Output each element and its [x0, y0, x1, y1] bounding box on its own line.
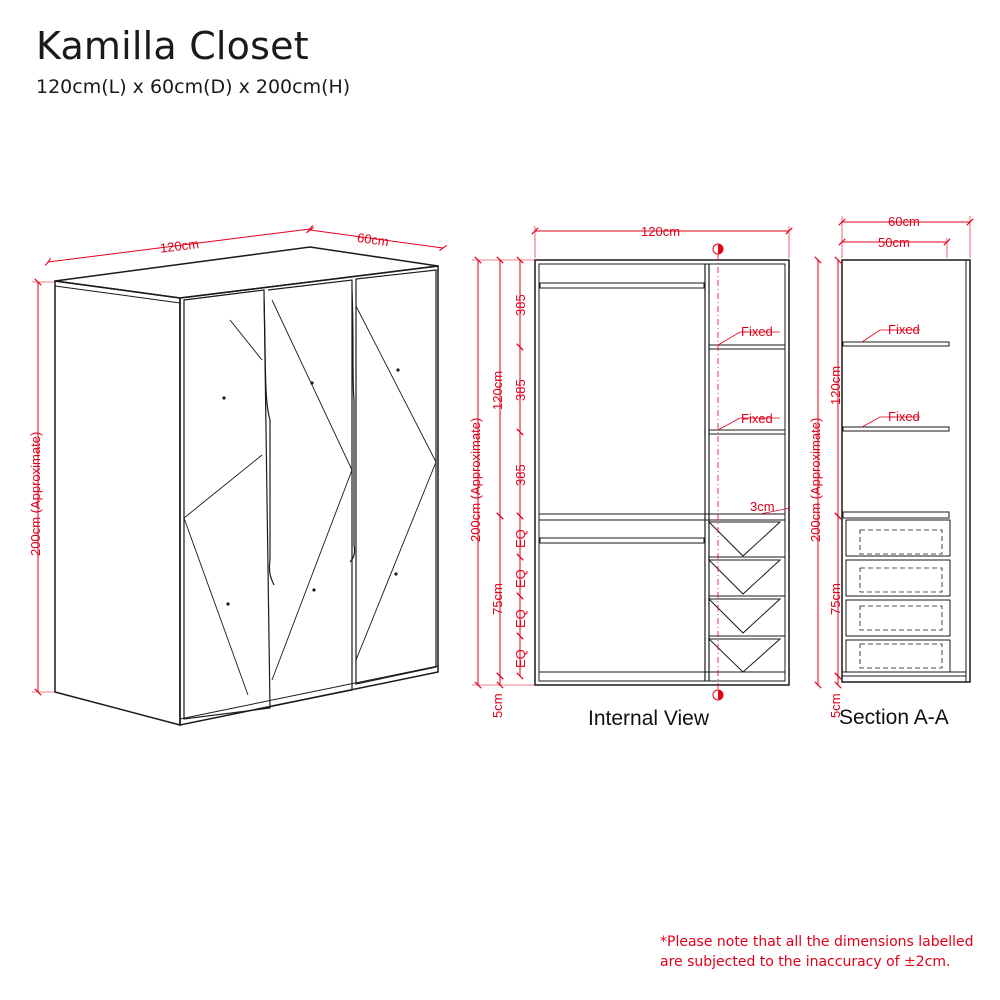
- section-height-label: 200cm (Approximate): [808, 418, 823, 542]
- compartment-1-label: 385: [513, 294, 528, 316]
- eq-1-label: EQ: [513, 529, 528, 548]
- perspective-dimensions: [32, 225, 447, 696]
- hanging-rail-lower: [539, 537, 705, 544]
- internal-height-label: 200cm (Approximate): [468, 418, 483, 542]
- closet-front-face: [179, 265, 439, 726]
- section-outer-depth: 60cm: [888, 214, 920, 229]
- internal-upper-label: 120cm: [490, 371, 505, 410]
- door-middle: [267, 279, 353, 707]
- section-drawers: [845, 519, 951, 673]
- gap-label: 3cm: [750, 499, 775, 514]
- section-shelf-1: [842, 341, 950, 347]
- hanging-rail-upper: [539, 282, 705, 289]
- fixed-shelf-2-label: Fixed: [741, 411, 773, 426]
- eq-2-label: EQ: [513, 569, 528, 588]
- page-subtitle: 120cm(L) x 60cm(D) x 200cm(H): [36, 76, 351, 98]
- compartment-2-label: 385: [513, 379, 528, 401]
- section-dimensions: [814, 216, 974, 689]
- internal-view-label: Internal View: [588, 707, 710, 730]
- section-shelf-2-label: Fixed: [888, 409, 920, 424]
- section-view: [841, 259, 971, 683]
- middle-shelf: [538, 513, 786, 521]
- internal-view: [534, 259, 790, 686]
- perspective-width-label: 120cm: [159, 236, 200, 256]
- page-title: Kamilla Closet: [36, 24, 309, 68]
- section-shelf-1-label: Fixed: [888, 322, 920, 337]
- dimension-note-line-2: are subjected to the inaccuracy of ±2cm.: [660, 954, 951, 970]
- compartment-3-label: 385: [513, 464, 528, 486]
- internal-dimensions: [472, 226, 793, 689]
- section-shelf-2: [842, 426, 950, 432]
- drawers: [707, 519, 785, 673]
- fixed-shelf-1-label: Fixed: [741, 324, 773, 339]
- eq-4-label: EQ: [513, 649, 528, 668]
- perspective-height-label: 200cm (Approximate): [28, 432, 43, 556]
- door-pattern-left: [183, 319, 263, 696]
- dimension-note-line-1: *Please note that all the dimensions lab…: [660, 934, 974, 950]
- section-middle-shelf: [842, 511, 950, 519]
- section-lower-label: 75cm: [828, 583, 843, 615]
- door-handle-left: [263, 299, 275, 586]
- section-upper-label: 120cm: [828, 366, 843, 405]
- door-right: [355, 269, 437, 685]
- perspective-depth-label: 60cm: [356, 230, 390, 249]
- dimension-note: *Please note that all the dimensions lab…: [660, 932, 974, 972]
- perspective-view: [54, 246, 439, 726]
- eq-3-label: EQ: [513, 609, 528, 628]
- door-pattern-middle: [271, 299, 353, 681]
- door-pattern-right: [355, 305, 437, 661]
- section-markers: [712, 243, 724, 701]
- fixed-shelf-2: [708, 429, 786, 435]
- section-view-label: Section A-A: [839, 706, 949, 729]
- section-base-label: 5cm: [828, 693, 843, 718]
- internal-base-label: 5cm: [490, 693, 505, 718]
- door-handle-right: [349, 289, 356, 563]
- fixed-shelf-1: [708, 344, 786, 350]
- internal-lower-label: 75cm: [490, 583, 505, 615]
- internal-top-width: 120cm: [641, 224, 680, 239]
- section-inner-depth: 50cm: [878, 235, 910, 250]
- internal-outer-frame: [534, 259, 790, 686]
- door-left: [183, 289, 271, 720]
- closet-side-face: [54, 280, 181, 726]
